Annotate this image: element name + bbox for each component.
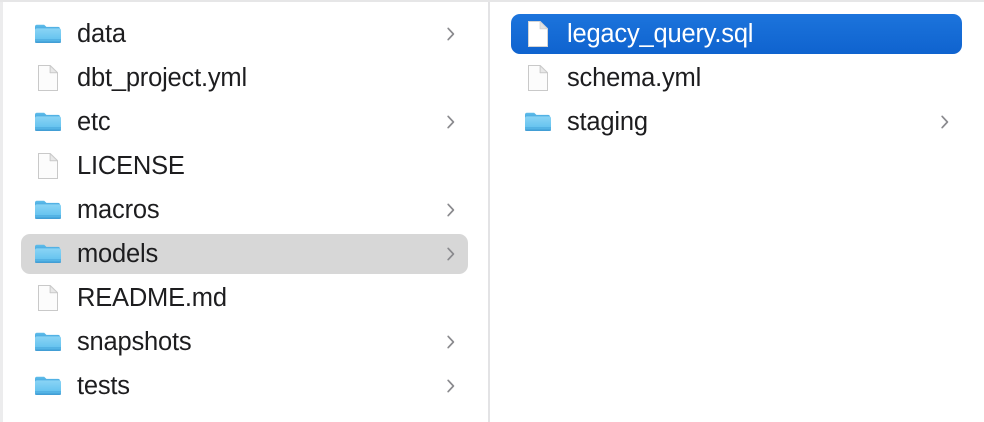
finder-column-child: legacy_query.sql schema.yml staging <box>490 2 984 422</box>
disclosure-chevron-right-icon[interactable] <box>444 332 458 352</box>
file-row-readme-md[interactable]: README.md <box>21 278 468 318</box>
file-row-label: schema.yml <box>567 64 702 92</box>
file-row-label: legacy_query.sql <box>567 20 754 48</box>
disclosure-chevron-right-icon[interactable] <box>444 376 458 396</box>
document-icon <box>523 63 553 93</box>
file-row-label: dbt_project.yml <box>77 64 247 92</box>
folder-icon <box>523 107 553 137</box>
file-row-label: staging <box>567 108 648 136</box>
file-row-models[interactable]: models <box>21 234 468 274</box>
file-row-legacy-query-sql[interactable]: legacy_query.sql <box>511 14 962 54</box>
disclosure-chevron-right-icon[interactable] <box>444 112 458 132</box>
file-row-label: README.md <box>77 284 227 312</box>
document-icon <box>33 283 63 313</box>
document-icon <box>33 63 63 93</box>
folder-icon <box>33 327 63 357</box>
folder-icon <box>33 107 63 137</box>
disclosure-chevron-right-icon[interactable] <box>938 112 952 132</box>
file-row-macros[interactable]: macros <box>21 190 468 230</box>
folder-icon <box>33 371 63 401</box>
file-row-license[interactable]: LICENSE <box>21 146 468 186</box>
file-row-label: snapshots <box>77 328 192 356</box>
document-icon <box>33 151 63 181</box>
disclosure-chevron-right-icon[interactable] <box>444 244 458 264</box>
file-row-label: tests <box>77 372 130 400</box>
file-row-label: macros <box>77 196 160 224</box>
file-row-label: models <box>77 240 159 268</box>
file-row-dbt-project-yml[interactable]: dbt_project.yml <box>21 58 468 98</box>
file-row-staging[interactable]: staging <box>511 102 962 142</box>
folder-icon <box>33 195 63 225</box>
folder-icon <box>33 239 63 269</box>
disclosure-chevron-right-icon[interactable] <box>444 200 458 220</box>
finder-column-child-list: legacy_query.sql schema.yml staging <box>490 2 984 142</box>
disclosure-chevron-right-icon[interactable] <box>444 24 458 44</box>
folder-icon <box>33 19 63 49</box>
file-row-label: etc <box>77 108 111 136</box>
file-row-snapshots[interactable]: snapshots <box>21 322 468 362</box>
file-row-data[interactable]: data <box>21 14 468 54</box>
document-icon <box>523 19 553 49</box>
file-row-label: data <box>77 20 126 48</box>
file-row-etc[interactable]: etc <box>21 102 468 142</box>
file-row-label: LICENSE <box>77 152 185 180</box>
file-row-schema-yml[interactable]: schema.yml <box>511 58 962 98</box>
file-row-tests[interactable]: tests <box>21 366 468 406</box>
